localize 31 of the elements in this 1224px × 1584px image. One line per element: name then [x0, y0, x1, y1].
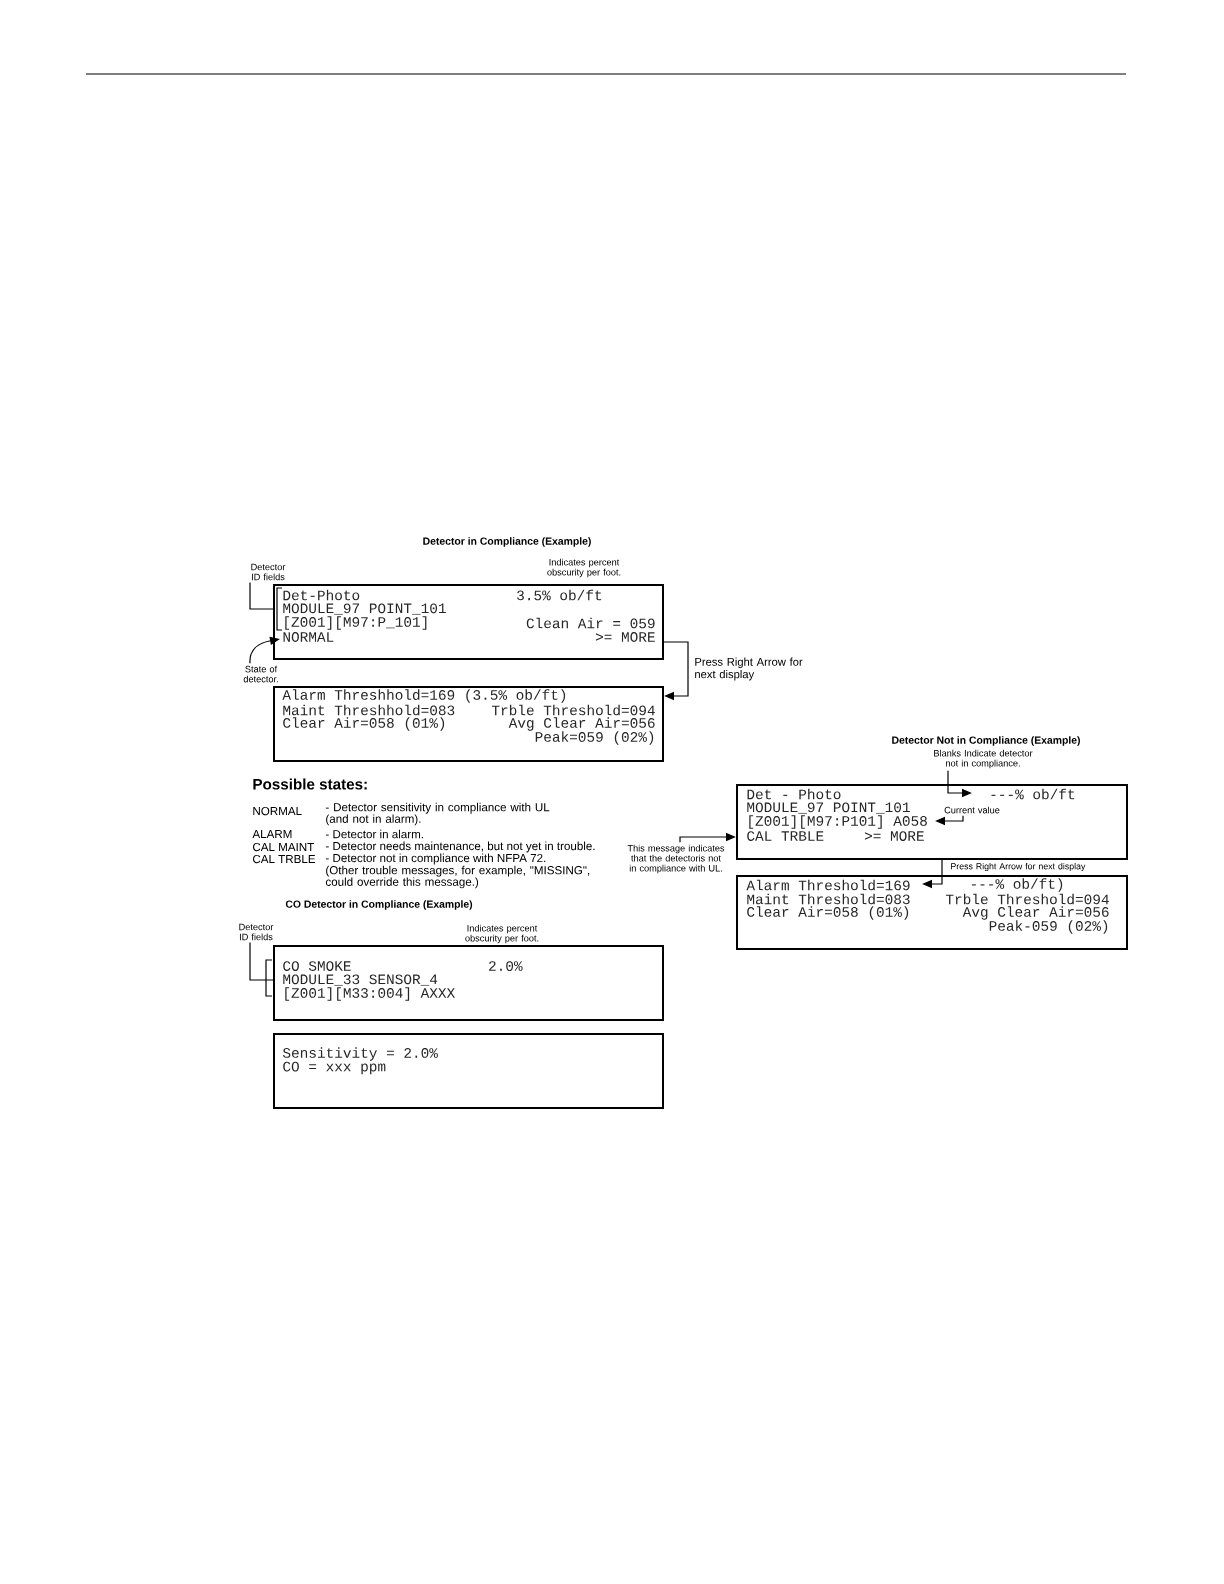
edge-label: Press Right Arrow for next display — [695, 657, 803, 681]
lcd-screen: Det-Photo 3.5% ob/ft MODULE_97 POINT_101 [Z001][M97:P_101] Clean Air = 059 NORMAL >= MORE — [273, 584, 664, 660]
section-title: CO Detector in Compliance (Example) — [285, 900, 473, 910]
heading: Possible states: — [253, 778, 367, 790]
arrow — [663, 641, 689, 701]
lcd-screen: Alarm Threshhold=169 (3.5% ob/ft) Maint Threshhold=083 Trble Threshold=094 Clear Air=058 (01%) Avg Clear Air=056 Peak=059 (02%) — [273, 686, 664, 762]
lcd-screen: Sensitivity = 2.0% CO = xxx ppm — [273, 1033, 664, 1109]
callout-text: Blanks Indicate detector not in compliance. — [934, 749, 1033, 769]
note-text: Indicates percent obscurity per foot. — [465, 924, 539, 944]
state-name: ALARM — [252, 830, 292, 838]
state-description: - Detector not in compliance with NFPA 72. — [325, 853, 546, 865]
leader-line — [249, 942, 274, 997]
state-description: - Detector needs maintenance, but not yet in trouble. — [325, 841, 595, 853]
callout-text: Detector ID fields — [239, 923, 274, 941]
state-name: CAL TRBLE — [253, 854, 316, 864]
note-text: Indicates percent obscurity per foot. — [547, 558, 621, 578]
section-title: Detector Not in Compliance (Example) — [892, 736, 1080, 746]
edge-label: Press Right Arrow for next display — [951, 862, 1086, 872]
state-name: CAL MAINT — [253, 842, 314, 852]
section-title: Detector in Compliance (Example) — [423, 537, 591, 547]
callout-text: Detector ID fields — [251, 563, 286, 581]
state-description: - Detector in alarm. — [325, 829, 423, 839]
leader-line — [249, 582, 283, 631]
lcd-screen: CO SMOKE 2.0% MODULE_33 SENSOR_4 [Z001][M33:004] AXXX — [273, 945, 664, 1021]
callout-text: Current value — [944, 806, 1000, 814]
state-name: NORMAL — [253, 806, 302, 816]
callout-text: State of detector. — [243, 665, 278, 683]
state-description: - Detector sensitivity in compliance with UL (and not in alarm). — [325, 802, 550, 826]
note-text: (Other trouble messages, for example, "MISSING", could override this message.) — [325, 865, 590, 889]
lcd-screen: Alarm Threshold=169 ---% ob/ft) Maint Threshold=083 Trble Threshold=094 Clear Air=058 (01%) Avg Clear Air=056 Peak-059 (02%) — [736, 875, 1128, 950]
callout-text: This message indicates that the detectoris not in compliance with UL. — [627, 844, 725, 874]
